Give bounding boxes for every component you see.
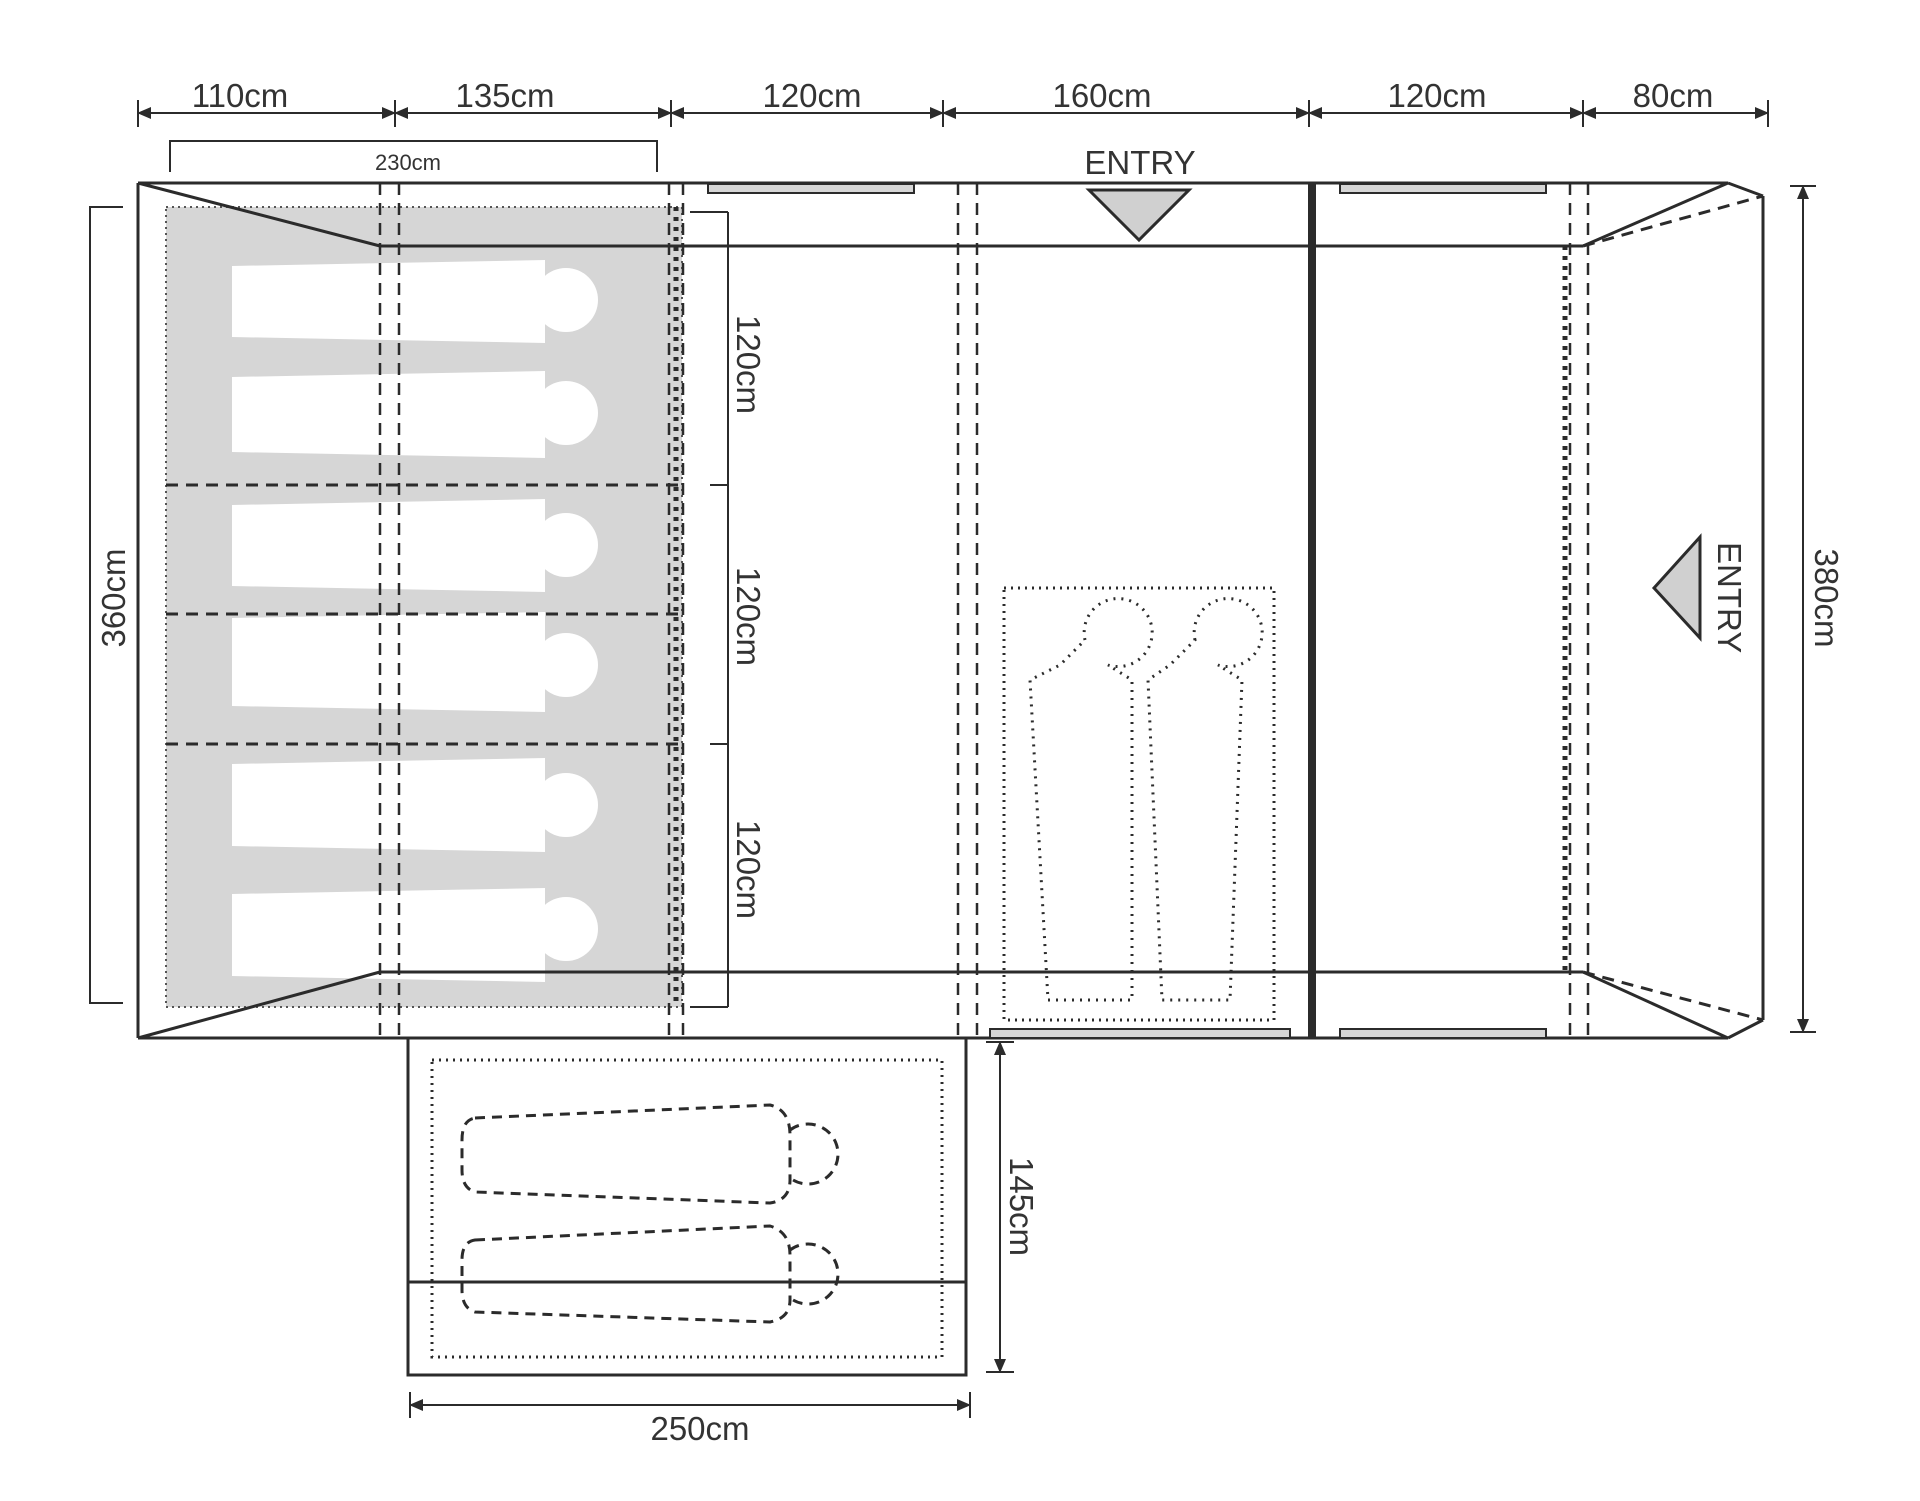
sleeper-figure-dashed xyxy=(460,1224,792,1324)
inner-width-bracket xyxy=(169,140,658,172)
annex-width-line xyxy=(409,1392,971,1418)
sleeper-figure xyxy=(232,499,598,592)
dim-label-160cm: 160cm xyxy=(1052,77,1151,114)
window-bar xyxy=(707,183,915,194)
dim-label-145cm: 145cm xyxy=(1003,1157,1040,1256)
dim-label-120cm-top-b: 120cm xyxy=(1387,77,1486,114)
dim-label-80cm: 80cm xyxy=(1633,77,1714,114)
top-dimension-line xyxy=(137,100,1769,127)
left-depth-bracket xyxy=(89,206,123,1004)
sleeper-figure-dotted xyxy=(1028,597,1154,1002)
dim-label-250cm: 250cm xyxy=(650,1410,749,1447)
dim-label-pod-1: 120cm xyxy=(730,315,767,414)
entry-arrow-side-icon xyxy=(1651,533,1702,642)
window-bars xyxy=(707,183,1547,1039)
sleeper-figure xyxy=(232,758,598,852)
tent-dashed-edges xyxy=(1582,194,1764,1022)
sleeper-figure-dotted xyxy=(1146,597,1264,1002)
bedroom-dividers xyxy=(166,483,682,746)
dim-label-120cm-top-a: 120cm xyxy=(762,77,861,114)
dim-label-pod-2: 120cm xyxy=(730,567,767,666)
dim-label-135cm: 135cm xyxy=(455,77,554,114)
sleeper-silhouettes xyxy=(232,260,598,982)
dim-label-230cm: 230cm xyxy=(375,150,441,175)
entry-label-side: ENTRY xyxy=(1711,542,1748,653)
dim-label-pod-3: 120cm xyxy=(730,820,767,919)
pole-lines xyxy=(378,183,1590,1038)
dim-label-110cm: 110cm xyxy=(192,77,289,114)
annex-inner-dotted xyxy=(430,1058,944,1359)
entry-arrow-front-icon xyxy=(1085,188,1193,243)
sleeper-figure-dashed xyxy=(789,1242,840,1306)
entry-label-front: ENTRY xyxy=(1084,144,1195,181)
window-bar xyxy=(1339,183,1547,194)
dim-label-360cm: 360cm xyxy=(95,548,132,647)
window-bar xyxy=(1339,1028,1547,1039)
inner-sleeping-area xyxy=(1002,586,1276,1022)
sleeper-figure xyxy=(232,260,598,343)
sleeper-figure xyxy=(232,612,598,712)
dim-label-380cm: 380cm xyxy=(1808,548,1845,647)
annex-depth-line xyxy=(986,1041,1014,1373)
sleeper-figure-dashed xyxy=(460,1103,792,1205)
pod-depth-bracket xyxy=(690,211,729,1008)
inner-sleepers xyxy=(1028,597,1264,1002)
window-bar xyxy=(989,1028,1291,1039)
annex-outline xyxy=(406,1036,968,1377)
annex-sleepers xyxy=(460,1103,840,1324)
sleeper-figure xyxy=(232,371,598,458)
right-depth-line xyxy=(1790,185,1816,1033)
sleeper-figure-dashed xyxy=(789,1122,840,1186)
sleeper-figure xyxy=(232,888,598,982)
zip-lines xyxy=(673,207,1568,1007)
